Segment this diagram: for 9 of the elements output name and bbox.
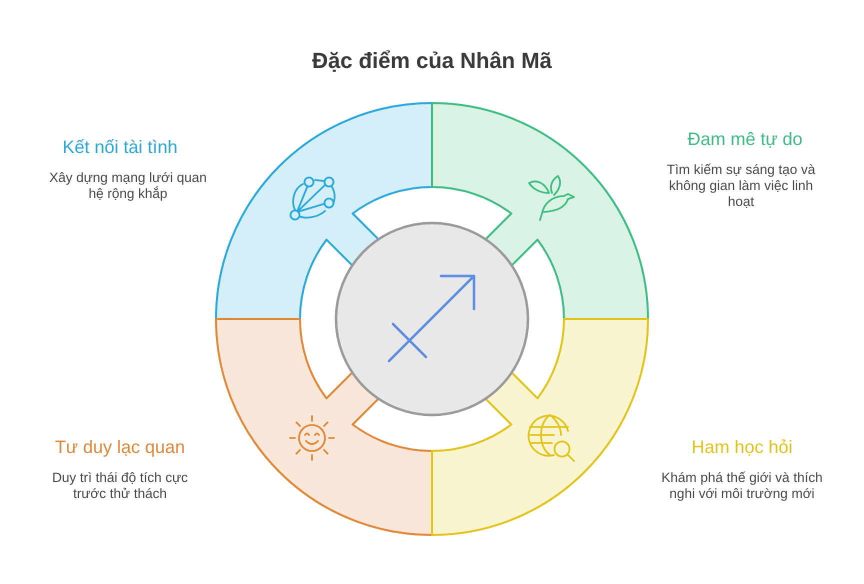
section-heading: Kết nối tài tình: [61, 136, 179, 158]
description-text: Xây dựng mạng lưới quan hệ rộng khắp: [48, 170, 208, 202]
description-text: Duy trì thái độ tích cực trước thử thách: [51, 470, 189, 502]
section-heading: Đam mê tự do: [686, 128, 804, 150]
description-text: Tìm kiếm sự sáng tạo và không gian làm việc linh hoạt: [666, 162, 816, 210]
section-heading: Tư duy lạc quan: [54, 436, 186, 458]
section-heading: Ham học hỏi: [690, 436, 794, 458]
description-text: Khám phá thế giới và thích nghi với môi trường mới: [660, 470, 824, 502]
title: Đặc điểm của Nhân Mã: [311, 47, 553, 75]
